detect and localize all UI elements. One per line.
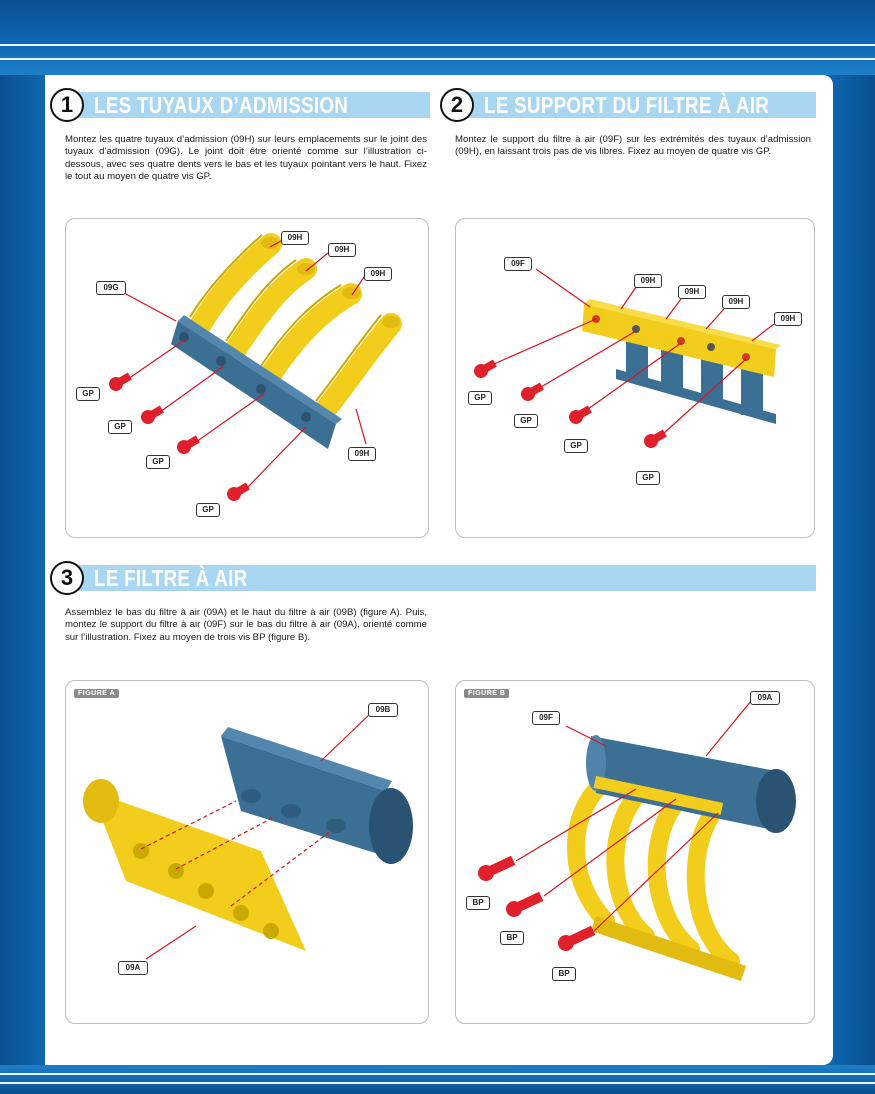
label-gp: GP: [636, 471, 660, 485]
label-09f: 09F: [532, 711, 560, 725]
label-09g: 09G: [96, 281, 126, 295]
footer-stripe: [0, 1073, 875, 1075]
screws-gp: [474, 359, 667, 448]
label-09h: 09H: [328, 243, 356, 257]
pipe-end: [342, 287, 360, 299]
step-2-title: LE SUPPORT DU FILTRE À AIR: [484, 92, 770, 118]
label-09b: 09B: [368, 703, 398, 717]
filter-top-09b: [221, 736, 401, 861]
label-09a: 09A: [750, 691, 780, 705]
filter-body-09a: [591, 736, 778, 831]
step-1-number: 1: [50, 88, 84, 122]
step-1-illustration: 09H 09H 09H 09G 09H GP GP GP GP: [65, 218, 429, 538]
pipe-end: [261, 237, 279, 249]
label-bp: BP: [466, 896, 490, 910]
label-09h: 09H: [722, 295, 750, 309]
step-3-number: 3: [50, 561, 84, 595]
step-3-text: Assemblez le bas du filtre à air (09A) e…: [65, 607, 427, 643]
intake-pipes-drawing: [109, 233, 402, 501]
pipe-end: [297, 263, 315, 275]
label-gp: GP: [76, 387, 100, 401]
intake-pipes: [190, 233, 402, 420]
step-1-title: LES TUYAUX D’ADMISSION: [94, 92, 349, 118]
step-2-number: 2: [440, 88, 474, 122]
arrows: [145, 712, 372, 960]
label-gp: GP: [468, 391, 492, 405]
arrows: [493, 268, 775, 434]
label-bp: BP: [552, 967, 576, 981]
label-gp: GP: [196, 503, 220, 517]
label-gp: GP: [514, 414, 538, 428]
figure-a-illustration: FIGURE A 09B 09A: [65, 680, 429, 1024]
label-09h: 09H: [364, 267, 392, 281]
step-2-text: Montez le support du filtre à air (09F) …: [455, 134, 811, 158]
step-2-header: 2 LE SUPPORT DU FILTRE À AIR: [440, 88, 816, 122]
label-gp: GP: [108, 420, 132, 434]
step-2-illustration: 09F 09H 09H 09H 09H GP GP GP GP: [455, 218, 815, 538]
footer-band: [0, 1065, 875, 1094]
label-09h: 09H: [348, 447, 376, 461]
header-band: [0, 0, 875, 75]
step-3-header: 3 LE FILTRE À AIR: [50, 561, 816, 595]
step-1-header: 1 LES TUYAUX D’ADMISSION: [50, 88, 430, 122]
step-2-title-bar: [466, 92, 816, 118]
right-border: [830, 75, 875, 1065]
label-09h: 09H: [774, 312, 802, 326]
step-3-title-bar: [76, 565, 816, 591]
label-09h: 09H: [678, 285, 706, 299]
footer-stripe: [0, 1082, 875, 1084]
label-09h: 09H: [634, 274, 662, 288]
label-09f: 09F: [504, 257, 532, 271]
step-1-title-bar: [76, 92, 430, 118]
label-bp: BP: [500, 931, 524, 945]
label-gp: GP: [564, 439, 588, 453]
screws-bp: [478, 855, 596, 951]
gasket-09g: [171, 321, 336, 449]
header-stripe: [0, 44, 875, 46]
label-09h: 09H: [281, 231, 309, 245]
arrows: [123, 240, 367, 490]
screws-gp: [109, 372, 250, 501]
pipe-end: [382, 316, 400, 328]
figure-b-tag: FIGURE B: [464, 689, 510, 698]
figure-a-tag: FIGURE A: [74, 689, 120, 698]
arrows: [515, 700, 752, 932]
figure-b-illustration: FIGURE B 09A 09F BP BP BP: [455, 680, 815, 1024]
left-border: [0, 75, 45, 1065]
air-filter-drawing: [83, 712, 413, 960]
step-1-text: Montez les quatre tuyaux d’admission (09…: [65, 134, 427, 183]
filter-assembly-drawing: [478, 700, 796, 981]
header-stripe: [0, 58, 875, 60]
label-09a: 09A: [118, 961, 148, 975]
filter-support-drawing: [474, 268, 781, 448]
step-3-title: LE FILTRE À AIR: [94, 565, 248, 591]
support-09f: [593, 776, 724, 815]
filter-bottom-09a: [91, 791, 306, 951]
label-gp: GP: [146, 455, 170, 469]
intake-pipes: [567, 772, 740, 970]
